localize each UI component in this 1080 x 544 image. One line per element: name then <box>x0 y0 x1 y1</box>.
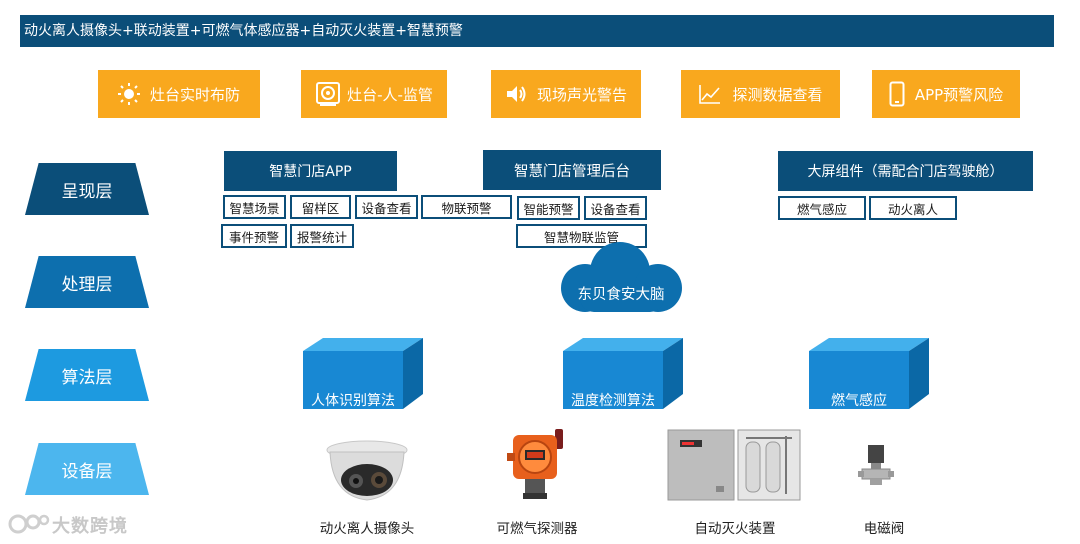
feature-label: 现场声光警告 <box>536 85 627 104</box>
fire-suppression-device-image <box>667 429 801 501</box>
speaker-icon <box>506 86 526 102</box>
big-screen-box: 大屏组件（需配合门店驾驶舱） <box>778 151 1033 191</box>
feature-data-view: 探测数据查看 <box>681 70 840 118</box>
page-title: 动火离人摄像头+联动装置+可燃气体感应器+自动灭火装置+智慧预警 <box>20 15 1054 47</box>
cloud-label: 东贝食安大脑 <box>577 287 665 303</box>
sun-icon <box>117 83 140 105</box>
feature-label: APP预警风险 <box>914 85 1004 104</box>
feature-sound-light-alarm: 现场声光警告 <box>491 70 641 118</box>
layer-device: 设备层 <box>25 443 149 495</box>
chip-smart-scene: 智慧场景 <box>223 195 286 219</box>
algorithm-label: 人体识别算法 <box>311 393 395 409</box>
line-chart-icon <box>699 85 721 104</box>
watermark-logo-icon <box>8 514 50 534</box>
cloud-icon <box>561 242 682 312</box>
layer-processing: 处理层 <box>25 256 149 308</box>
safe-monitor-icon <box>316 82 341 106</box>
device-label: 自动灭火装置 <box>694 521 776 537</box>
management-backend-box: 智慧门店管理后台 <box>483 150 661 190</box>
feature-label: 探测数据查看 <box>732 85 823 104</box>
chip-iot-alert: 物联预警 <box>421 195 512 219</box>
device-label: 动火离人摄像头 <box>319 521 415 537</box>
chip-backend-device-view: 设备查看 <box>584 196 647 220</box>
solenoid-valve-device-image <box>858 445 894 485</box>
chip-alarm-stats: 报警统计 <box>290 224 354 248</box>
algorithm-cube-temperature <box>563 338 683 409</box>
chip-gas-sensing: 燃气感应 <box>778 196 866 220</box>
algorithm-label: 燃气感应 <box>831 393 887 409</box>
feature-label: 灶台实时布防 <box>149 85 240 104</box>
feature-stove-supervision: 灶台-人-监管 <box>301 70 447 118</box>
smart-store-app-box: 智慧门店APP <box>224 151 397 191</box>
algorithm-cube-human-detection <box>303 338 423 409</box>
chip-fire-unattended: 动火离人 <box>869 196 957 220</box>
chip-sample-area: 留样区 <box>290 195 351 219</box>
algorithm-label: 温度检测算法 <box>571 393 655 409</box>
chip-smart-alert: 智能预警 <box>517 196 580 220</box>
feature-label: 灶台-人-监管 <box>347 85 433 104</box>
watermark-text: 大数跨境 <box>52 516 128 537</box>
camera-device-image <box>326 440 408 501</box>
algorithm-cube-gas <box>809 338 929 409</box>
feature-app-alert: APP预警风险 <box>872 70 1020 118</box>
chip-event-alert: 事件预警 <box>221 224 287 248</box>
device-label: 电磁阀 <box>863 521 905 537</box>
chip-device-view: 设备查看 <box>355 195 418 219</box>
feature-realtime-defense: 灶台实时布防 <box>98 70 260 118</box>
gas-detector-device-image <box>507 429 563 499</box>
layer-algorithm: 算法层 <box>25 349 149 401</box>
device-label: 可燃气探测器 <box>496 521 578 537</box>
phone-icon <box>889 81 905 107</box>
layer-presentation: 呈现层 <box>25 163 149 215</box>
